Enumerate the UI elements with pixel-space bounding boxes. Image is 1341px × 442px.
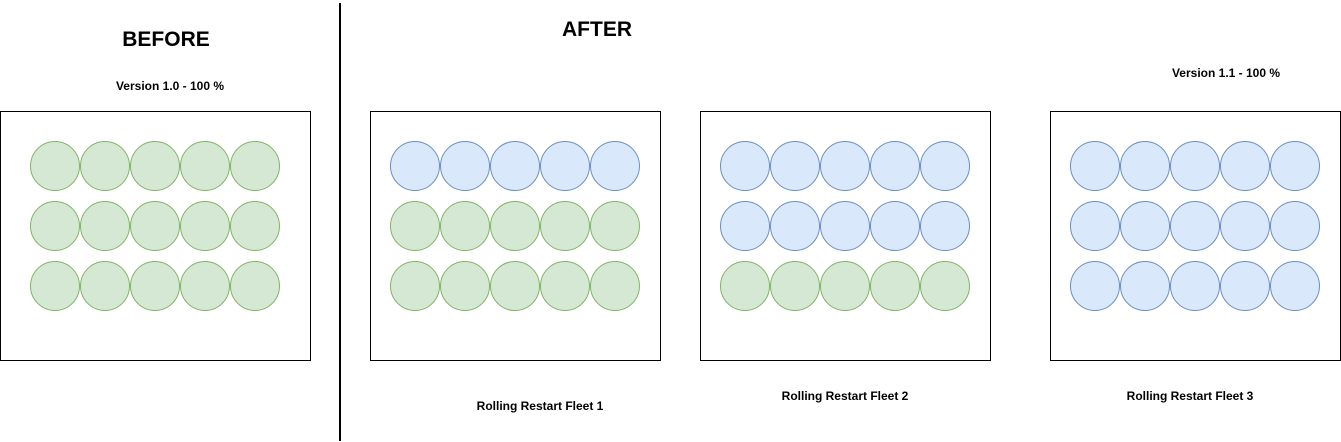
server-node-v1-1 <box>1170 201 1220 251</box>
server-node-v1-0 <box>130 141 180 191</box>
server-node-v1-0 <box>80 261 130 311</box>
server-node-v1-0 <box>180 261 230 311</box>
server-node-v1-1 <box>590 141 640 191</box>
server-node-v1-1 <box>440 141 490 191</box>
server-node-v1-1 <box>1120 261 1170 311</box>
server-node-v1-0 <box>920 261 970 311</box>
fleet-1-caption: Rolling Restart Fleet 1 <box>476 399 604 413</box>
server-node-v1-1 <box>1070 141 1120 191</box>
server-node-v1-0 <box>30 201 80 251</box>
server-node-v1-0 <box>490 261 540 311</box>
server-node-v1-0 <box>540 261 590 311</box>
server-node-v1-1 <box>770 141 820 191</box>
server-node-v1-1 <box>1120 201 1170 251</box>
server-node-v1-1 <box>920 141 970 191</box>
server-node-v1-1 <box>1270 141 1320 191</box>
server-node-v1-1 <box>870 141 920 191</box>
before-title: BEFORE <box>122 28 210 51</box>
server-node-v1-0 <box>540 201 590 251</box>
after-title: AFTER <box>562 18 632 41</box>
server-node-v1-0 <box>130 261 180 311</box>
server-node-v1-0 <box>80 201 130 251</box>
server-node-v1-1 <box>820 201 870 251</box>
server-node-v1-0 <box>130 201 180 251</box>
server-node-v1-1 <box>770 201 820 251</box>
section-divider <box>339 3 341 441</box>
server-node-v1-0 <box>390 201 440 251</box>
server-node-v1-0 <box>720 261 770 311</box>
server-node-v1-0 <box>230 261 280 311</box>
server-node-v1-1 <box>540 141 590 191</box>
server-node-v1-1 <box>390 141 440 191</box>
server-node-v1-0 <box>490 201 540 251</box>
server-node-v1-1 <box>490 141 540 191</box>
server-node-v1-1 <box>1170 141 1220 191</box>
server-node-v1-0 <box>590 201 640 251</box>
server-node-v1-1 <box>1070 201 1120 251</box>
server-node-v1-1 <box>820 141 870 191</box>
after-version-label: Version 1.1 - 100 % <box>1171 66 1281 80</box>
server-node-v1-1 <box>720 201 770 251</box>
server-node-v1-1 <box>1120 141 1170 191</box>
server-node-v1-0 <box>230 141 280 191</box>
server-node-v1-1 <box>1220 261 1270 311</box>
fleet-2-caption: Rolling Restart Fleet 2 <box>781 389 909 403</box>
server-node-v1-0 <box>30 141 80 191</box>
fleet-3-caption: Rolling Restart Fleet 3 <box>1126 389 1254 403</box>
before-version-label: Version 1.0 - 100 % <box>115 79 225 93</box>
server-node-v1-1 <box>1070 261 1120 311</box>
server-node-v1-1 <box>920 201 970 251</box>
server-node-v1-0 <box>590 261 640 311</box>
server-node-v1-0 <box>30 261 80 311</box>
server-node-v1-1 <box>870 201 920 251</box>
server-node-v1-1 <box>1270 201 1320 251</box>
server-node-v1-1 <box>1270 261 1320 311</box>
server-node-v1-0 <box>770 261 820 311</box>
server-node-v1-1 <box>1170 261 1220 311</box>
server-node-v1-0 <box>390 261 440 311</box>
server-node-v1-1 <box>1220 141 1270 191</box>
server-node-v1-1 <box>720 141 770 191</box>
server-node-v1-0 <box>230 201 280 251</box>
server-node-v1-0 <box>440 261 490 311</box>
server-node-v1-0 <box>440 201 490 251</box>
server-node-v1-0 <box>870 261 920 311</box>
server-node-v1-0 <box>180 141 230 191</box>
server-node-v1-0 <box>820 261 870 311</box>
server-node-v1-0 <box>180 201 230 251</box>
server-node-v1-0 <box>80 141 130 191</box>
server-node-v1-1 <box>1220 201 1270 251</box>
